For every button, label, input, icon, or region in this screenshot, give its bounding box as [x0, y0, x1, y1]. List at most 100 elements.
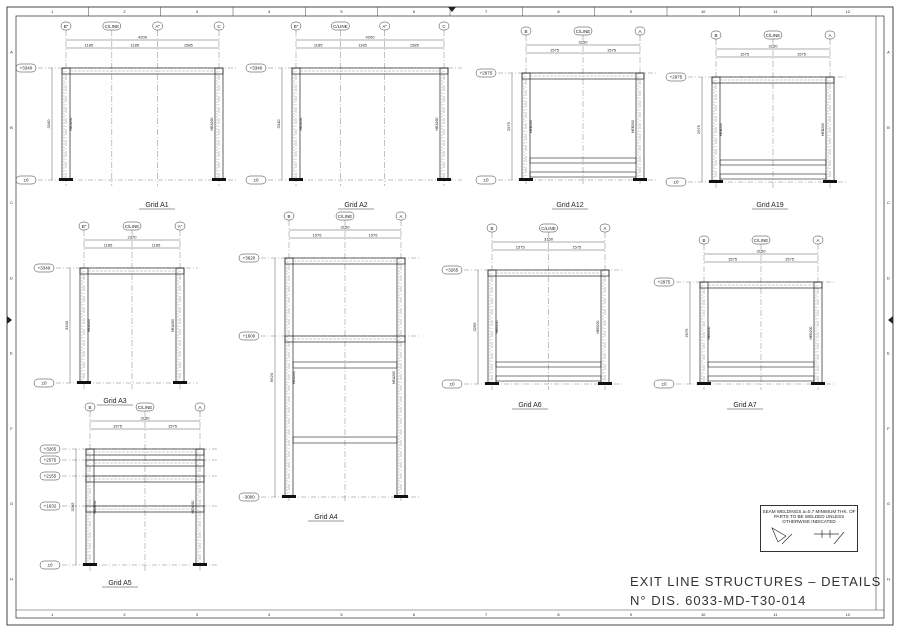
dimension-total: 4200: [138, 35, 148, 40]
base-plate: [173, 381, 187, 384]
beam: [291, 67, 449, 75]
grid-head-label: B: [490, 226, 493, 231]
grid-head-bubble: [122, 221, 142, 231]
grid-head-label: B: [88, 405, 91, 410]
zone-number: 9: [630, 612, 633, 617]
zone-number: 6: [413, 612, 416, 617]
grid-head-label: C/LINE: [754, 238, 769, 243]
member-label: HEA260: [392, 371, 396, 384]
elevation-bubble: [238, 331, 260, 341]
dimension-span: 1575: [168, 424, 178, 429]
center-mark-icon: [888, 316, 893, 324]
title-block: EXIT LINE STRUCTURES – DETAILS N° DIS. 6…: [630, 572, 881, 610]
member-label: HEB200: [596, 320, 600, 333]
dimension-span: 1185: [130, 43, 139, 48]
drawing-title: EXIT LINE STRUCTURES – DETAILS: [630, 574, 882, 589]
zone-number: 2: [123, 9, 126, 14]
grid-head-bubble: [395, 211, 407, 221]
grid-head-label: B: [702, 238, 705, 243]
member-label: HEA260: [210, 117, 214, 130]
grid-head-label: C/LINE: [338, 214, 353, 219]
base-plate: [282, 495, 296, 498]
grid-head-label: A: [816, 238, 819, 243]
grid-head-label: B": [64, 24, 69, 29]
dimension-total: 3150: [757, 249, 767, 254]
tie-beam: [529, 171, 637, 178]
zone-number: 2: [123, 612, 126, 617]
grid-head-label: C/LINE: [766, 33, 781, 38]
member-label: HEB200: [821, 123, 825, 136]
dimension-span: 1575: [728, 257, 738, 262]
base-plate: [709, 180, 723, 183]
grid-head-label: C/LINE: [138, 405, 153, 410]
grid-head-bubble: [486, 223, 498, 233]
base-plate: [212, 178, 226, 181]
zone-letter: A: [10, 50, 13, 55]
zone-number: 5: [340, 612, 343, 617]
elevation-bubble: [245, 175, 267, 185]
zone-number: 10: [701, 9, 706, 14]
base-plate: [83, 563, 97, 566]
elevation-bubble: [238, 492, 260, 502]
grid-head-bubble: [812, 235, 824, 245]
zone-number: 11: [773, 612, 778, 617]
zone-number: 4: [268, 612, 271, 617]
height-dimension: 2975: [684, 328, 689, 338]
dimension-total: 3150: [579, 40, 589, 45]
base-plate: [394, 495, 408, 498]
zone-number: 11: [773, 9, 778, 14]
elevation-bubble: [15, 63, 37, 73]
tie-beam: [495, 361, 602, 368]
grid-head-label: C/LINE: [125, 224, 140, 229]
zone-letter: G: [887, 501, 890, 506]
base-plate: [77, 381, 91, 384]
view-label: Grid A5: [108, 580, 131, 587]
height-dimension: 3265: [472, 322, 477, 332]
beam: [85, 448, 205, 456]
grid-head-label: A: [198, 405, 201, 410]
zone-letter: H: [10, 576, 13, 581]
base-plate: [437, 178, 451, 181]
elevation-label: +1600: [243, 334, 256, 339]
zone-letter: H: [887, 576, 890, 581]
elevation-label: +3340: [20, 66, 33, 71]
zone-letter: D: [10, 275, 13, 280]
grid-head-label: C/LINE: [541, 226, 556, 231]
elevation-label: +3620: [243, 256, 256, 261]
dimension-total: 3150: [769, 44, 779, 49]
zone-number: 12: [846, 9, 851, 14]
grid-head-bubble: [539, 223, 558, 233]
grid-head-bubble: [751, 235, 771, 245]
elevation-label: +2575: [44, 458, 57, 463]
dimension-span: 1185: [104, 243, 113, 248]
dimension-span: 1575: [797, 52, 807, 57]
dimension-total: 2370: [128, 235, 138, 240]
elevation-label: +2155: [44, 474, 57, 479]
member-label: HEA260: [299, 117, 303, 130]
beam: [61, 67, 224, 75]
elevation-label: +1632: [44, 504, 57, 509]
view-label: Grid A2: [344, 202, 367, 209]
zone-number: 1: [51, 612, 54, 617]
zone-number: 4: [268, 9, 271, 14]
height-dimension: 2975: [696, 124, 701, 134]
elevation-bubble: [441, 265, 463, 275]
elevation-label: ±0: [24, 178, 29, 183]
grid-head-label: A: [603, 226, 606, 231]
zone-letter: E: [887, 351, 890, 356]
grid-head-label: C/LINE: [105, 24, 120, 29]
zone-number: 3: [196, 9, 199, 14]
elevation-label: ±0: [450, 382, 455, 387]
beam: [85, 505, 205, 513]
elevation-bubble: [39, 444, 61, 454]
grid-head-label: A: [399, 214, 402, 219]
dimension-span: 1575: [572, 245, 582, 250]
grid-head-label: A": [155, 24, 160, 29]
